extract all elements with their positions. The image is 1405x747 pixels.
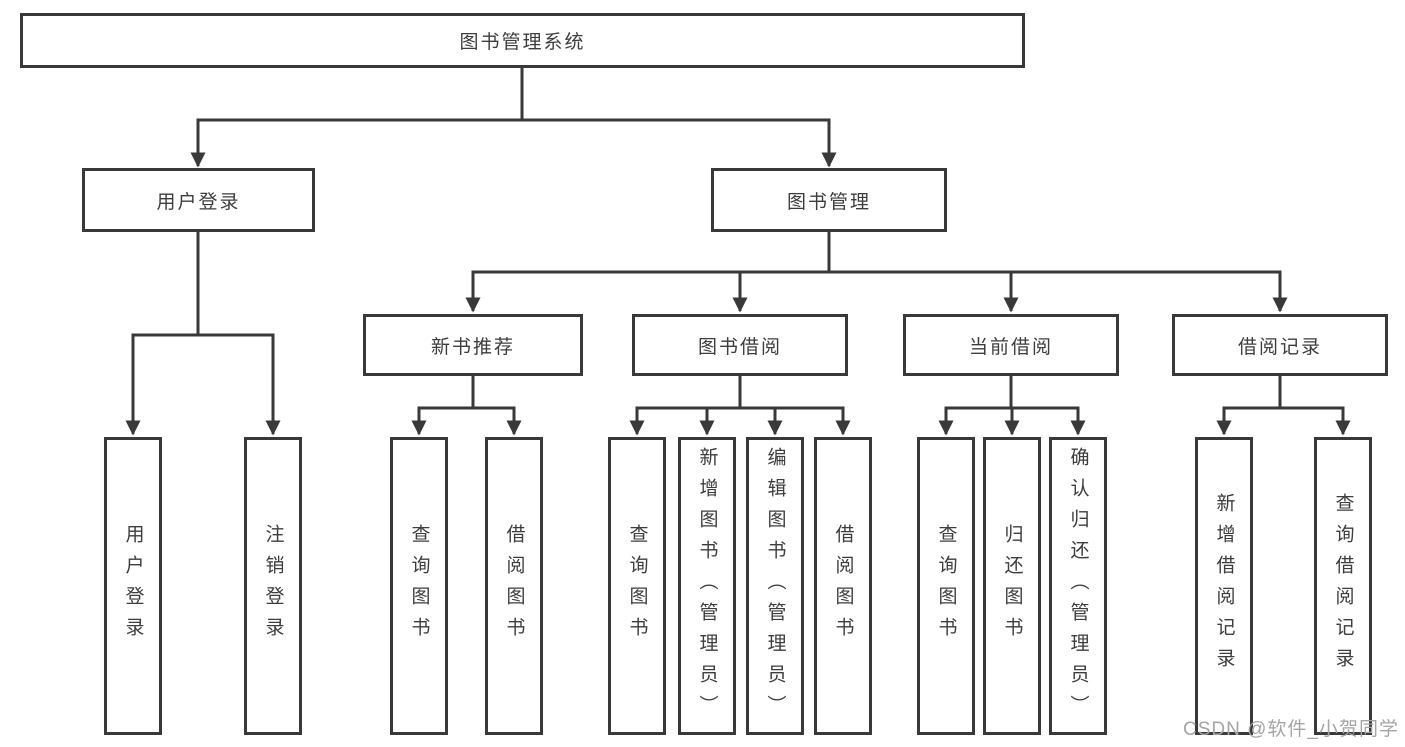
leaf-search-borrow-record: 查询借阅记录 <box>1314 437 1372 735</box>
node-current-borrowing: 当前借阅 <box>903 314 1119 376</box>
leaf-label: 借阅图书 <box>832 524 854 648</box>
leaf-borrow-books: 借阅图书 <box>814 437 872 735</box>
leaf-label: 注销登录 <box>262 524 284 648</box>
leaf-confirm-return-admin: 确认归还（管理员） <box>1049 437 1107 735</box>
node-borrowing-records: 借阅记录 <box>1172 314 1388 376</box>
node-label: 图书借阅 <box>697 336 782 358</box>
leaf-return-books: 归还图书 <box>983 437 1041 735</box>
leaf-label: 编辑图书（管理员） <box>764 446 786 726</box>
node-label: 借阅记录 <box>1237 336 1322 358</box>
leaf-label: 查询图书 <box>626 524 648 648</box>
node-book-management: 图书管理 <box>711 168 947 232</box>
leaf-label: 查询图书 <box>935 524 957 648</box>
leaf-label: 查询图书 <box>408 524 430 648</box>
leaf-search-books-current: 查询图书 <box>917 437 975 735</box>
node-label: 图书管理系统 <box>459 32 586 53</box>
leaf-search-books-recommend: 查询图书 <box>390 437 448 735</box>
leaf-label: 查询借阅记录 <box>1332 493 1354 679</box>
node-user-login: 用户登录 <box>82 168 315 232</box>
node-label: 用户登录 <box>156 191 241 213</box>
node-library-management-system: 图书管理系统 <box>20 13 1025 68</box>
leaf-label: 用户登录 <box>122 524 144 648</box>
node-label: 当前借阅 <box>968 336 1053 358</box>
leaf-search-books-borrow: 查询图书 <box>608 437 666 735</box>
leaf-add-borrow-record: 新增借阅记录 <box>1195 437 1253 735</box>
node-book-borrowing: 图书借阅 <box>632 314 848 376</box>
leaf-borrow-books-recommend: 借阅图书 <box>485 437 543 735</box>
leaf-add-books-admin: 新增图书（管理员） <box>678 437 736 735</box>
node-label: 图书管理 <box>786 191 871 213</box>
leaf-user-login: 用户登录 <box>104 437 162 735</box>
leaf-label: 新增借阅记录 <box>1213 493 1235 679</box>
leaf-label: 归还图书 <box>1001 524 1023 648</box>
node-new-book-recommendation: 新书推荐 <box>363 314 583 376</box>
leaf-label: 新增图书（管理员） <box>696 446 718 726</box>
node-label: 新书推荐 <box>430 336 515 358</box>
csdn-watermark: CSDN @软件_小贺同学 <box>1183 719 1399 740</box>
leaf-label: 借阅图书 <box>503 524 525 648</box>
leaf-edit-books-admin: 编辑图书（管理员） <box>746 437 804 735</box>
leaf-logout: 注销登录 <box>244 437 302 735</box>
leaf-label: 确认归还（管理员） <box>1067 446 1089 726</box>
